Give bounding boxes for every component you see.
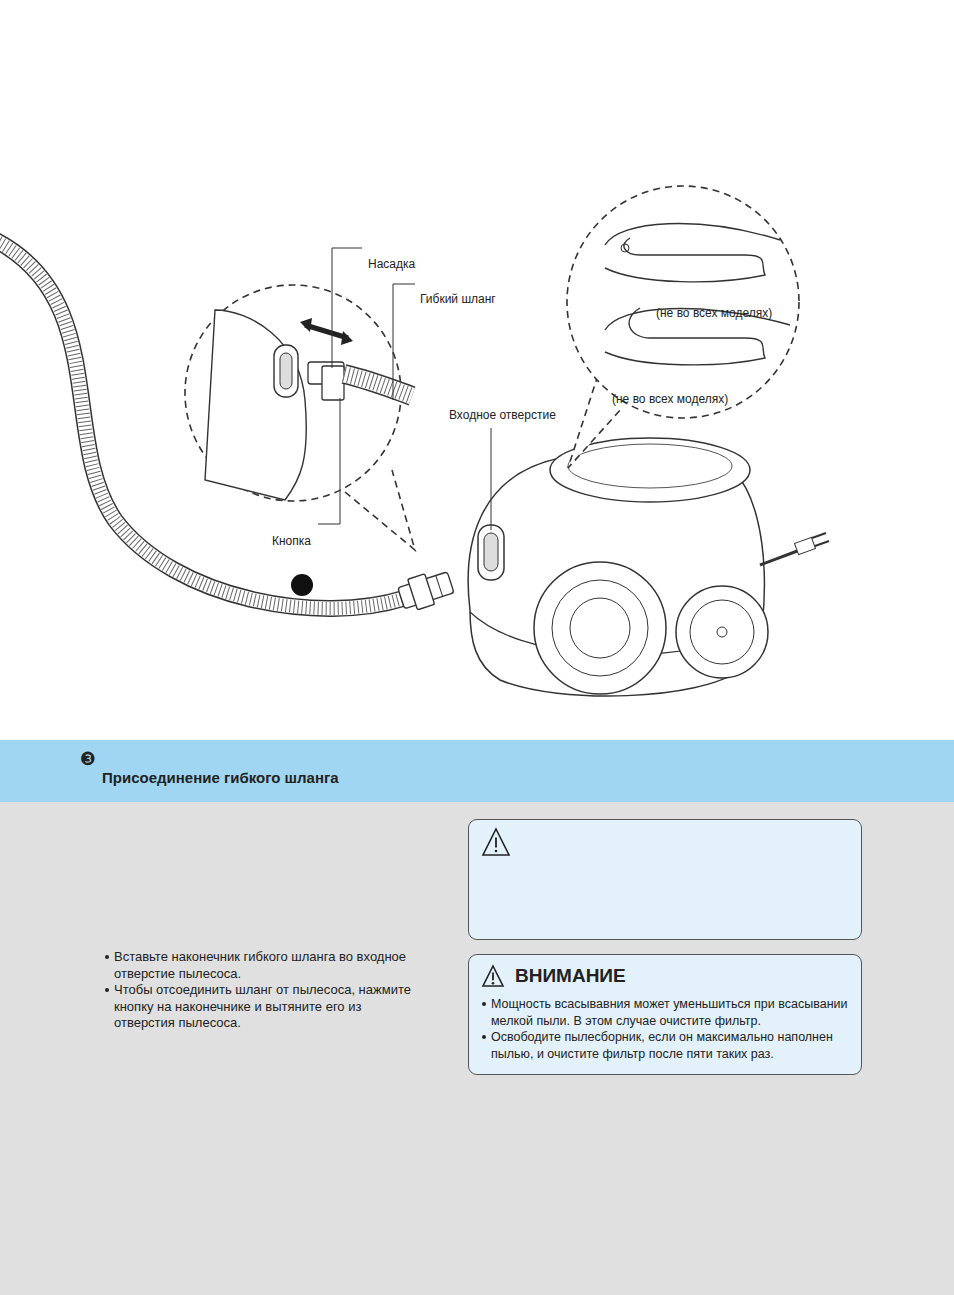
bullet-item: Мощность всасывавния может уменьшиться п… xyxy=(481,996,855,1029)
bullet-dot xyxy=(105,988,109,992)
part-label: (не во всех моделях) xyxy=(612,392,728,406)
part-label: Насадка xyxy=(368,257,415,271)
section-heading: Присоединение гибкого шланга xyxy=(102,769,339,786)
part-label: Входное отверстие xyxy=(449,408,556,422)
bullet-item: Чтобы отсоединить шланг от пылесоса, наж… xyxy=(104,982,414,1032)
part-label: (не во всех моделях) xyxy=(656,306,772,320)
bullet-item: Вставьте наконечник гибкого шланга во вх… xyxy=(104,949,414,982)
bullet-dot xyxy=(105,955,109,959)
warning-icon xyxy=(481,964,505,988)
caution-text: Мощность всасывавния может уменьшиться п… xyxy=(491,997,848,1028)
instruction-list: Вставьте наконечник гибкого шланга во вх… xyxy=(104,949,414,1032)
callout-number: ❸ xyxy=(80,749,96,769)
instruction-text: Вставьте наконечник гибкого шланга во вх… xyxy=(114,949,406,981)
caution-list: Мощность всасывавния может уменьшиться п… xyxy=(481,996,855,1062)
instruction-panel: ВНИМАНИЕ Мощность всасывавния может умень… xyxy=(0,802,954,1295)
caution-heading: ВНИМАНИЕ xyxy=(515,965,626,987)
instruction-text: Чтобы отсоединить шланг от пылесоса, наж… xyxy=(114,982,411,1030)
part-label: Гибкий шланг xyxy=(420,292,496,306)
section-band: Присоединение гибкого шланга xyxy=(0,740,954,802)
bullet-item: Освободите пылесборник, если он максимал… xyxy=(481,1029,855,1062)
bullet-dot xyxy=(482,1035,486,1039)
caution-box-empty xyxy=(468,819,862,940)
warning-icon xyxy=(481,827,511,857)
bullet-dot xyxy=(482,1002,486,1006)
caution-box: ВНИМАНИЕ Мощность всасывавния может умень… xyxy=(468,954,862,1075)
part-label: Кнопка xyxy=(272,534,311,548)
caution-text: Освободите пылесборник, если он максимал… xyxy=(491,1030,833,1061)
